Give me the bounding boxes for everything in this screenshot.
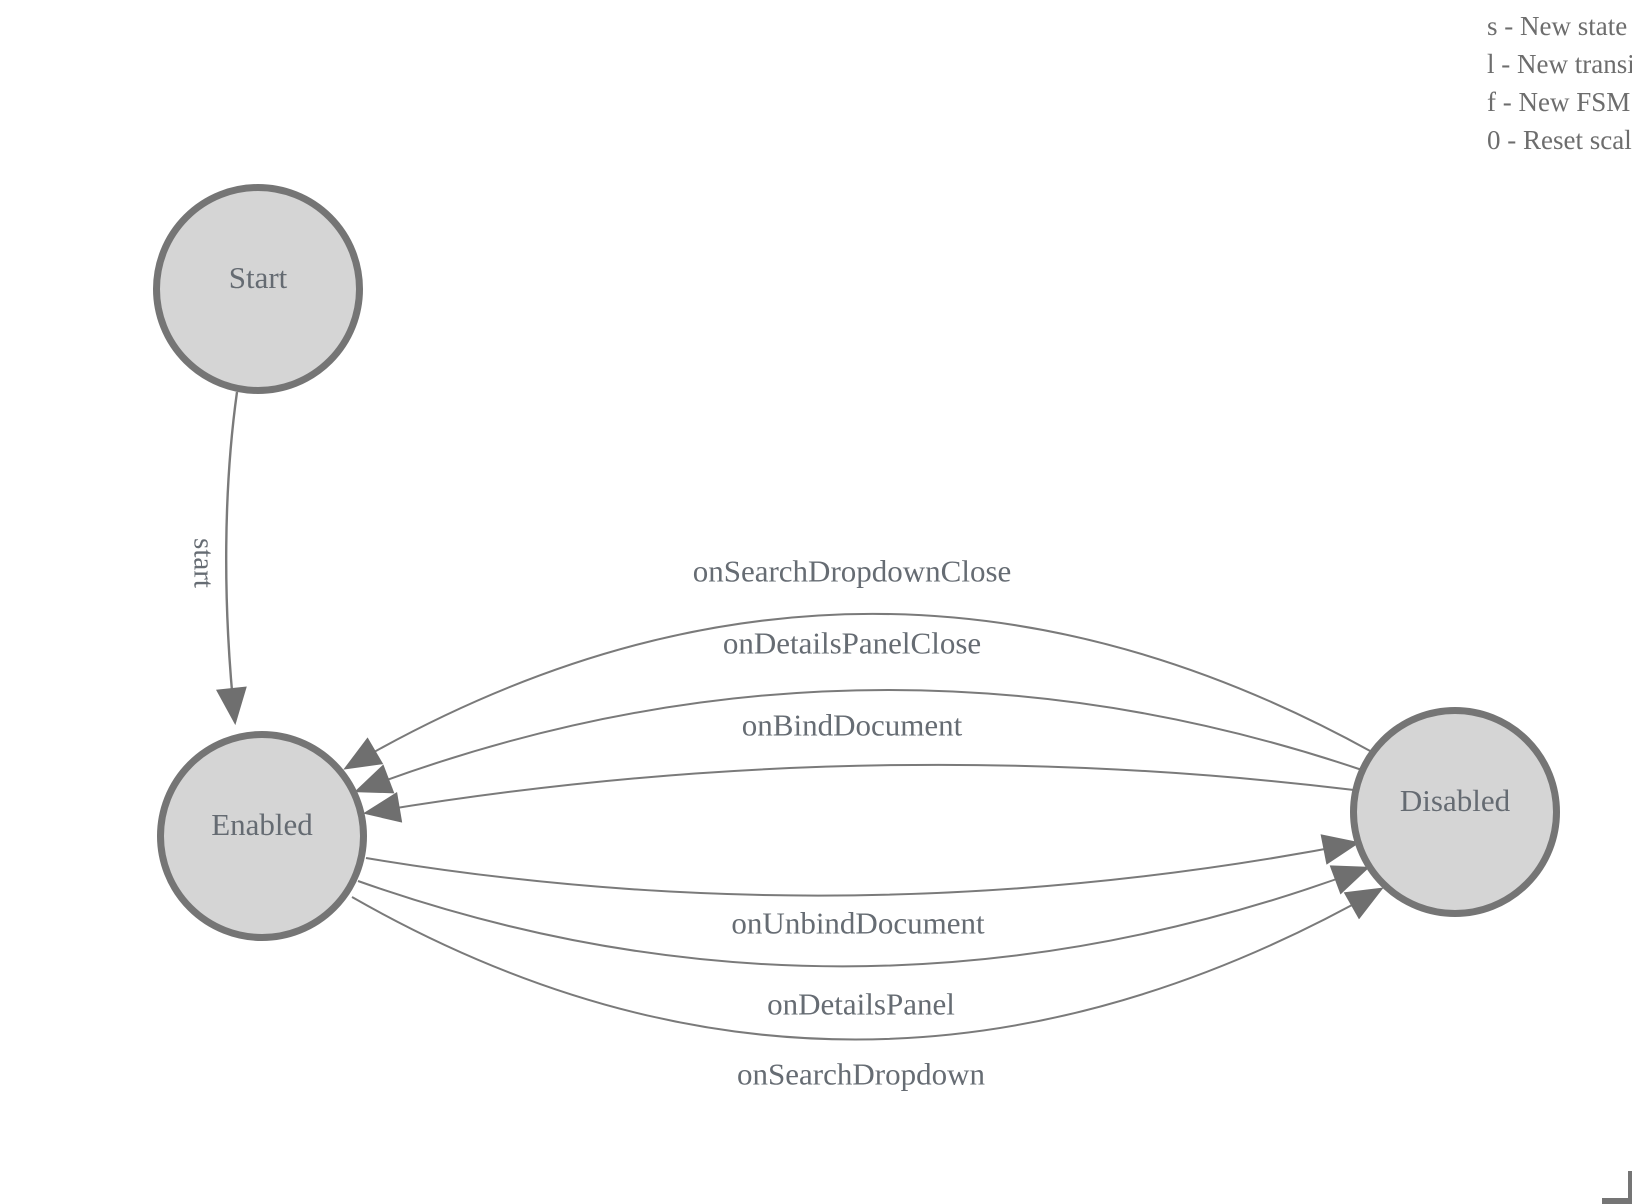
state-label-enabled: Enabled	[211, 807, 313, 842]
shortcut-legend: s - New state l - New transition f - New…	[1487, 7, 1632, 159]
state-node-start[interactable]: Start	[153, 184, 363, 394]
state-label-disabled: Disabled	[1399, 783, 1511, 818]
edge-onSearchDropdown[interactable]	[351, 887, 1384, 1041]
edge-label-start[interactable]: start	[187, 538, 220, 588]
edge-onSearchDropdownClose[interactable]	[343, 613, 1373, 770]
legend-item-new-transition: l - New transition	[1487, 49, 1632, 79]
edge-onDetailsPanelClose[interactable]	[354, 689, 1363, 794]
edge-onDetailsPanel[interactable]	[357, 865, 1370, 968]
legend-item-new-state: s - New state	[1487, 11, 1628, 41]
corner-frame-mark-horizontal	[1602, 1198, 1632, 1204]
state-node-disabled[interactable]: Disabled	[1350, 707, 1560, 917]
edge-label-onBindDocument[interactable]: onBindDocument	[741, 707, 963, 743]
corner-frame-mark-vertical	[1628, 1171, 1632, 1204]
edge-label-onDetailsPanel[interactable]: onDetailsPanel	[767, 986, 955, 1022]
edge-start[interactable]	[215, 391, 247, 726]
state-label-start: Start	[228, 260, 288, 295]
legend-item-reset-scale: 0 - Reset scale	[1487, 125, 1632, 155]
edge-label-onUnbindDocument[interactable]: onUnbindDocument	[731, 905, 985, 941]
edge-onUnbindDocument[interactable]	[365, 834, 1361, 897]
edge-label-onSearchDropdownClose[interactable]: onSearchDropdownClose	[692, 553, 1012, 589]
state-node-enabled[interactable]: Enabled	[157, 731, 367, 941]
legend-item-new-fsm: f - New FSM	[1487, 87, 1631, 117]
edge-onBindDocument[interactable]	[362, 763, 1355, 823]
edge-label-onDetailsPanelClose[interactable]: onDetailsPanelClose	[722, 625, 982, 661]
edge-label-onSearchDropdown[interactable]: onSearchDropdown	[737, 1056, 985, 1092]
